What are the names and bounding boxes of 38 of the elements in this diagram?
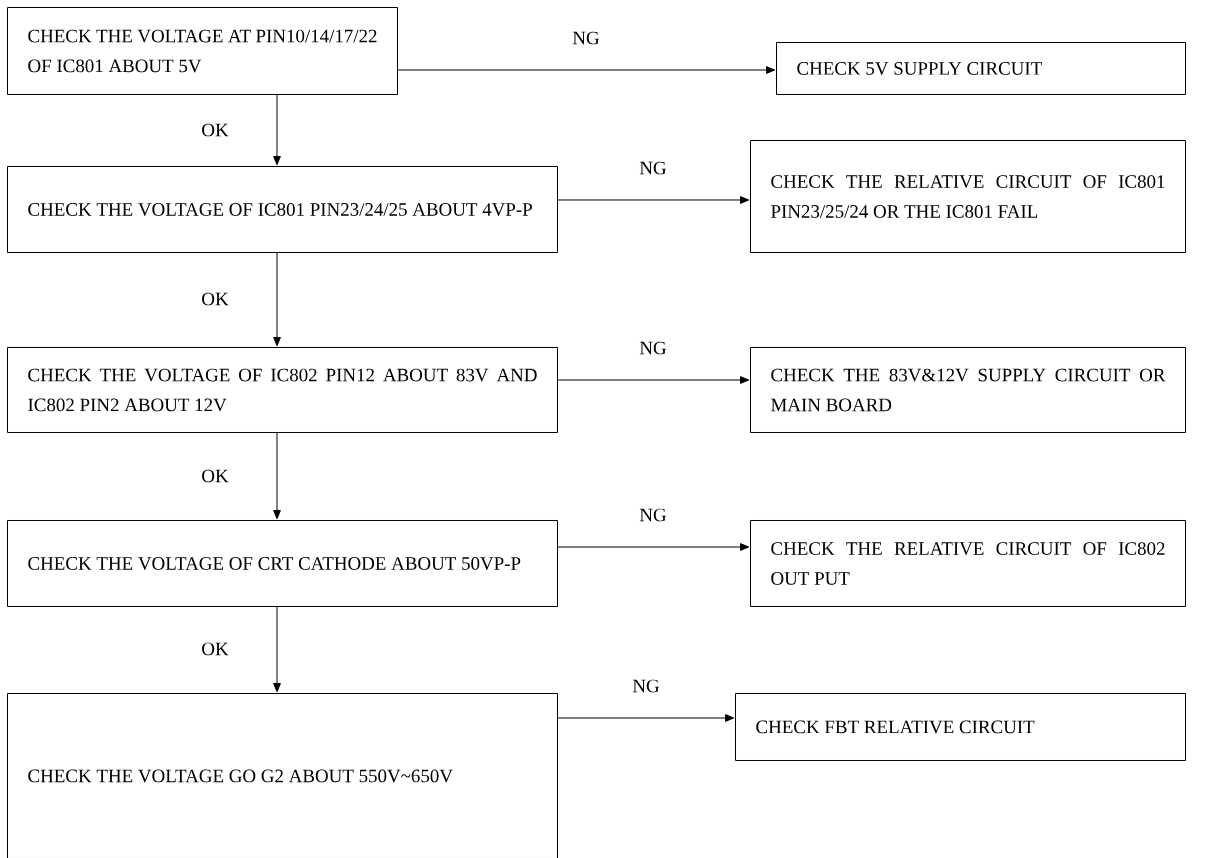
edge-label: NG (572, 31, 600, 45)
arrow (273, 94, 281, 166)
process-box (7, 7, 398, 95)
step-text: CHECK THE VOLTAGE OF IC802 PIN12 ABOUT 83V AND IC802 PIN2 ABOUT 12V (28, 368, 537, 412)
arrow (557, 376, 750, 384)
arrow (273, 606, 281, 693)
edge-label: NG (639, 161, 667, 175)
process-box (750, 140, 1186, 253)
process-box (7, 166, 558, 253)
edge-label: OK (202, 642, 229, 656)
step-text: CHECK THE VOLTAGE OF IC801 PIN23/24/25 ABOUT 4VP-P (28, 203, 532, 216)
process-box (750, 520, 1186, 607)
edge-label: NG (632, 679, 660, 693)
edge-label: OK (202, 123, 229, 137)
arrow (557, 196, 750, 204)
process-box (7, 520, 558, 607)
process-box (776, 42, 1186, 95)
step-text: CHECK THE VOLTAGE AT PIN10/14/17/22 OF IC801 ABOUT 5V (28, 29, 377, 73)
arrow (557, 543, 750, 551)
edge-label: OK (202, 292, 229, 306)
edge-label: OK (202, 469, 229, 483)
step-text: CHECK 5V SUPPLY CIRCUIT (797, 62, 1042, 75)
process-box (7, 347, 558, 433)
process-box (750, 347, 1186, 433)
process-box (735, 693, 1186, 761)
step-text: CHECK THE RELATIVE CIRCUIT OF IC802 OUT PUT (771, 542, 1165, 585)
edge-label: NG (639, 341, 667, 355)
step-text: CHECK FBT RELATIVE CIRCUIT (756, 720, 1035, 734)
step-text: CHECK THE RELATIVE CIRCUIT OF IC801 PIN23/25/24 OR THE IC801 FAIL (771, 175, 1165, 218)
arrow (557, 714, 735, 722)
process-box (7, 693, 558, 858)
step-text: CHECK THE VOLTAGE GO G2 ABOUT 550V~650V (28, 769, 453, 783)
step-text: CHECK THE 83V&12V SUPPLY CIRCUIT OR MAIN BOARD (771, 368, 1166, 412)
arrow (397, 66, 776, 74)
arrow (273, 252, 281, 347)
step-text: CHECK THE VOLTAGE OF CRT CATHODE ABOUT 50VP-P (28, 557, 521, 570)
arrow (273, 432, 281, 520)
edge-label: NG (639, 508, 667, 522)
